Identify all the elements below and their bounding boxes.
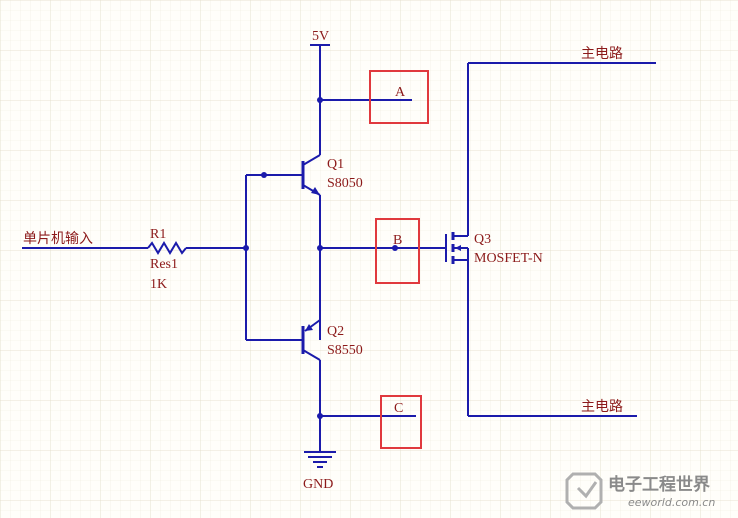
q1-model: S8050 <box>327 176 363 191</box>
input-resistor-r1: 单片机输入 R1 Res1 1K <box>22 227 246 292</box>
watermark-logo-icon <box>565 472 603 510</box>
watermark-brand: 电子工程世界 <box>608 474 710 495</box>
resistor-model: Res1 <box>150 257 178 272</box>
q2-pnp-transistor: Q2 S8550 <box>301 319 363 452</box>
supply-label: 5V <box>312 29 329 44</box>
input-label: 单片机输入 <box>23 231 93 247</box>
resistor-designator: R1 <box>150 227 166 242</box>
q3-designator: Q3 <box>474 232 491 247</box>
q1-designator: Q1 <box>327 157 344 172</box>
node-b-highlight-box <box>375 218 420 284</box>
ground-symbol: GND <box>303 451 336 492</box>
q3-model: MOSFET-N <box>474 251 543 266</box>
supply-5v: 5V <box>310 29 330 100</box>
watermark: 电子工程世界 eeworld.com.cn <box>565 472 715 510</box>
node-a: A <box>317 70 429 124</box>
node-c-label: C <box>394 401 403 416</box>
main-circuit: 主电路 主电路 <box>468 46 656 417</box>
resistor-value: 1K <box>150 277 167 292</box>
node-b: B <box>317 218 446 284</box>
node-c-highlight-box <box>380 395 422 449</box>
q2-designator: Q2 <box>327 324 344 339</box>
watermark-site: eeworld.com.cn <box>628 496 715 509</box>
base-bus <box>243 172 303 341</box>
main-circuit-top-label: 主电路 <box>581 46 623 62</box>
q3-mosfet: Q3 MOSFET-N <box>445 63 543 416</box>
node-c: C <box>317 395 422 449</box>
q2-model: S8550 <box>327 343 363 358</box>
main-circuit-bottom-label: 主电路 <box>581 399 623 415</box>
node-a-label: A <box>395 85 406 100</box>
ground-label: GND <box>303 477 333 492</box>
node-a-highlight-box <box>369 70 429 124</box>
node-b-label: B <box>393 233 402 248</box>
